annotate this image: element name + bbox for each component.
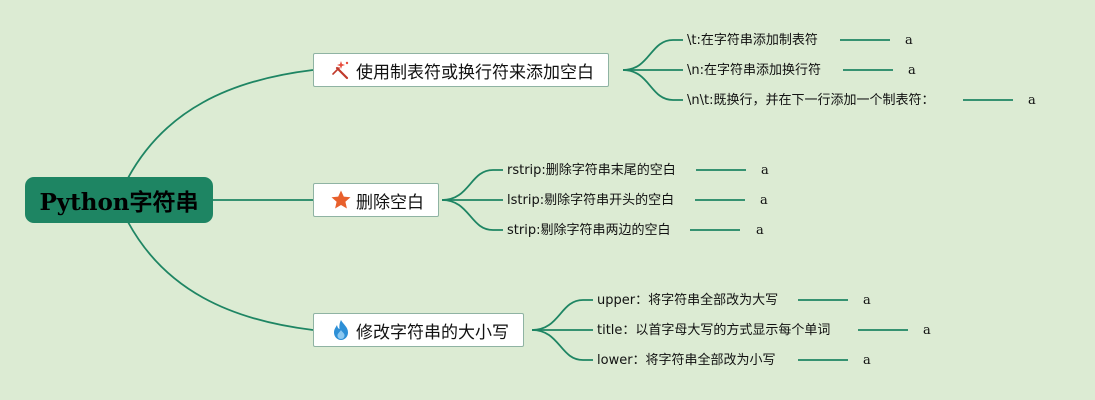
root-label: Python字符串 [39,189,199,216]
leaf-suffix: a [863,293,871,308]
star-icon [330,189,352,211]
branch-node-case[interactable]: 修改字符串的大小写 [313,313,524,347]
branch-label: 修改字符串的大小写 [356,322,509,343]
leaf-item[interactable]: \n:在字符串添加换行符 [687,63,821,78]
leaf-item[interactable]: title：以首字母大写的方式显示每个单词 [597,323,831,338]
leaf-suffix: a [863,353,871,368]
leaf-item[interactable]: \t:在字符串添加制表符 [687,33,818,48]
leaf-item[interactable]: rstrip:删除字符串末尾的空白 [507,163,676,178]
leaf-item[interactable]: upper：将字符串全部改为大写 [597,293,779,308]
edge-branch-1-leaf-3 [622,69,683,101]
edge-branch-2-leaf-1 [441,169,503,201]
edge-branch-2-leaf-3 [441,199,503,231]
branch-node-strip[interactable]: 删除空白 [313,183,439,217]
leaf-item[interactable]: lstrip:剔除字符串开头的空白 [507,193,675,208]
leaf-suffix: a [756,223,764,238]
flame-icon [330,319,352,341]
leaf-item[interactable]: lower：将字符串全部改为小写 [597,353,776,368]
leaf-item[interactable]: strip:剔除字符串两边的空白 [507,223,671,238]
edge-branch-1-leaf-1 [622,39,683,71]
edge-root-branch-1 [127,69,314,179]
edge-branch-3-leaf-3 [531,329,593,361]
root-node[interactable]: Python字符串 [25,177,213,223]
leaf-suffix: a [908,63,916,78]
magic-wand-icon [330,59,352,81]
leaf-suffix: a [923,323,931,338]
leaf-suffix: a [905,33,913,48]
branch-label: 删除空白 [356,192,424,213]
leaf-item[interactable]: \n\t:既换行，并在下一行添加一个制表符： [687,93,935,108]
leaf-suffix: a [1028,93,1036,108]
leaf-suffix: a [760,193,768,208]
leaf-suffix: a [761,163,769,178]
edge-branch-3-leaf-1 [531,299,593,331]
branch-label: 使用制表符或换行符来添加空白 [356,62,594,83]
branch-node-whitespace[interactable]: 使用制表符或换行符来添加空白 [313,53,609,87]
edge-root-branch-3 [127,221,314,331]
